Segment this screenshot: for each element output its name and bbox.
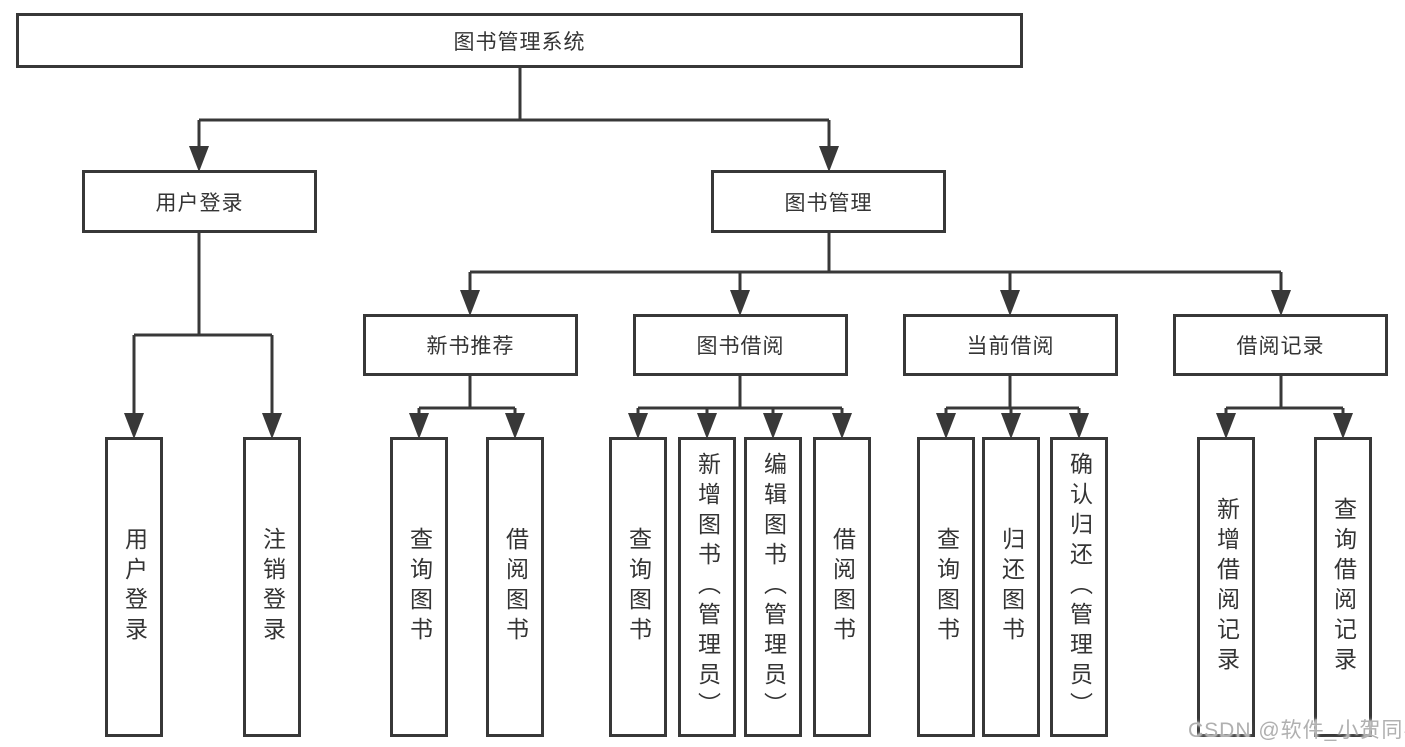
connector-book-borrow [628,376,852,439]
node-label: 新增借阅记录 [1213,497,1240,677]
connector-borrow-records [1216,376,1353,439]
arrow-down-icon [1001,413,1021,439]
node-label: 图书管理 [784,191,873,215]
node-label: 查询借阅记录 [1330,497,1357,677]
arrow-down-icon [409,413,429,439]
node-borrow-records: 借阅记录 [1173,314,1388,376]
connector-root [189,68,839,172]
node-label: 编辑图书（管理员） [760,452,787,722]
arrow-down-icon [832,413,852,439]
leaf-user-login: 用户登录 [105,437,163,737]
node-label: 新书推荐 [426,335,515,358]
node-label: 查询图书 [625,527,652,647]
node-label: 借阅记录 [1236,335,1325,358]
arrow-down-icon [189,146,209,172]
arrow-down-icon [1333,413,1353,439]
node-label: 注销登录 [259,527,286,647]
connector-book-management [460,233,1291,316]
node-user-login: 用户登录 [82,170,317,233]
leaf-borrow-books: 借阅图书 [813,437,871,737]
arrow-down-icon [460,290,480,316]
node-book-management: 图书管理 [711,170,946,233]
node-label: 查询图书 [406,527,433,647]
leaf-edit-books-admin: 编辑图书（管理员） [744,437,802,737]
node-label: 用户登录 [121,527,148,647]
node-label: 确认归还（管理员） [1066,452,1093,722]
leaf-borrow-books-recommend: 借阅图书 [486,437,544,737]
arrow-down-icon [936,413,956,439]
node-label: 图书借阅 [696,335,785,358]
arrow-down-icon [763,413,783,439]
node-label: 查询图书 [933,527,960,647]
node-book-borrow: 图书借阅 [633,314,848,376]
node-label: 新增图书（管理员） [694,452,721,722]
arrow-down-icon [730,290,750,316]
node-label: 借阅图书 [502,527,529,647]
arrow-down-icon [1216,413,1236,439]
leaf-confirm-return-admin: 确认归还（管理员） [1050,437,1108,737]
leaf-query-books-recommend: 查询图书 [390,437,448,737]
node-current-borrow: 当前借阅 [903,314,1118,376]
arrow-down-icon [1271,290,1291,316]
csdn-watermark: CSDN @软件_小贺同学 [1188,719,1405,742]
connector-new-book-recommend [409,376,525,439]
node-label: 图书管理系统 [453,30,586,54]
leaf-logout: 注销登录 [243,437,301,737]
leaf-query-books-borrow: 查询图书 [609,437,667,737]
node-label: 归还图书 [998,527,1025,647]
connector-user-login [124,233,282,439]
leaf-add-books-admin: 新增图书（管理员） [678,437,736,737]
leaf-add-borrow-record: 新增借阅记录 [1197,437,1255,737]
node-label: 当前借阅 [966,335,1055,358]
node-label: 用户登录 [155,191,244,215]
arrow-down-icon [697,413,717,439]
arrow-down-icon [262,413,282,439]
leaf-query-books-current: 查询图书 [917,437,975,737]
arrow-down-icon [124,413,144,439]
node-new-book-recommend: 新书推荐 [363,314,578,376]
node-label: 借阅图书 [829,527,856,647]
node-library-management-system: 图书管理系统 [16,13,1023,68]
connector-current-borrow [936,376,1089,439]
arrow-down-icon [819,146,839,172]
leaf-return-books: 归还图书 [982,437,1040,737]
arrow-down-icon [505,413,525,439]
arrow-down-icon [1000,290,1020,316]
arrow-down-icon [1069,413,1089,439]
leaf-query-borrow-record: 查询借阅记录 [1314,437,1372,737]
arrow-down-icon [628,413,648,439]
